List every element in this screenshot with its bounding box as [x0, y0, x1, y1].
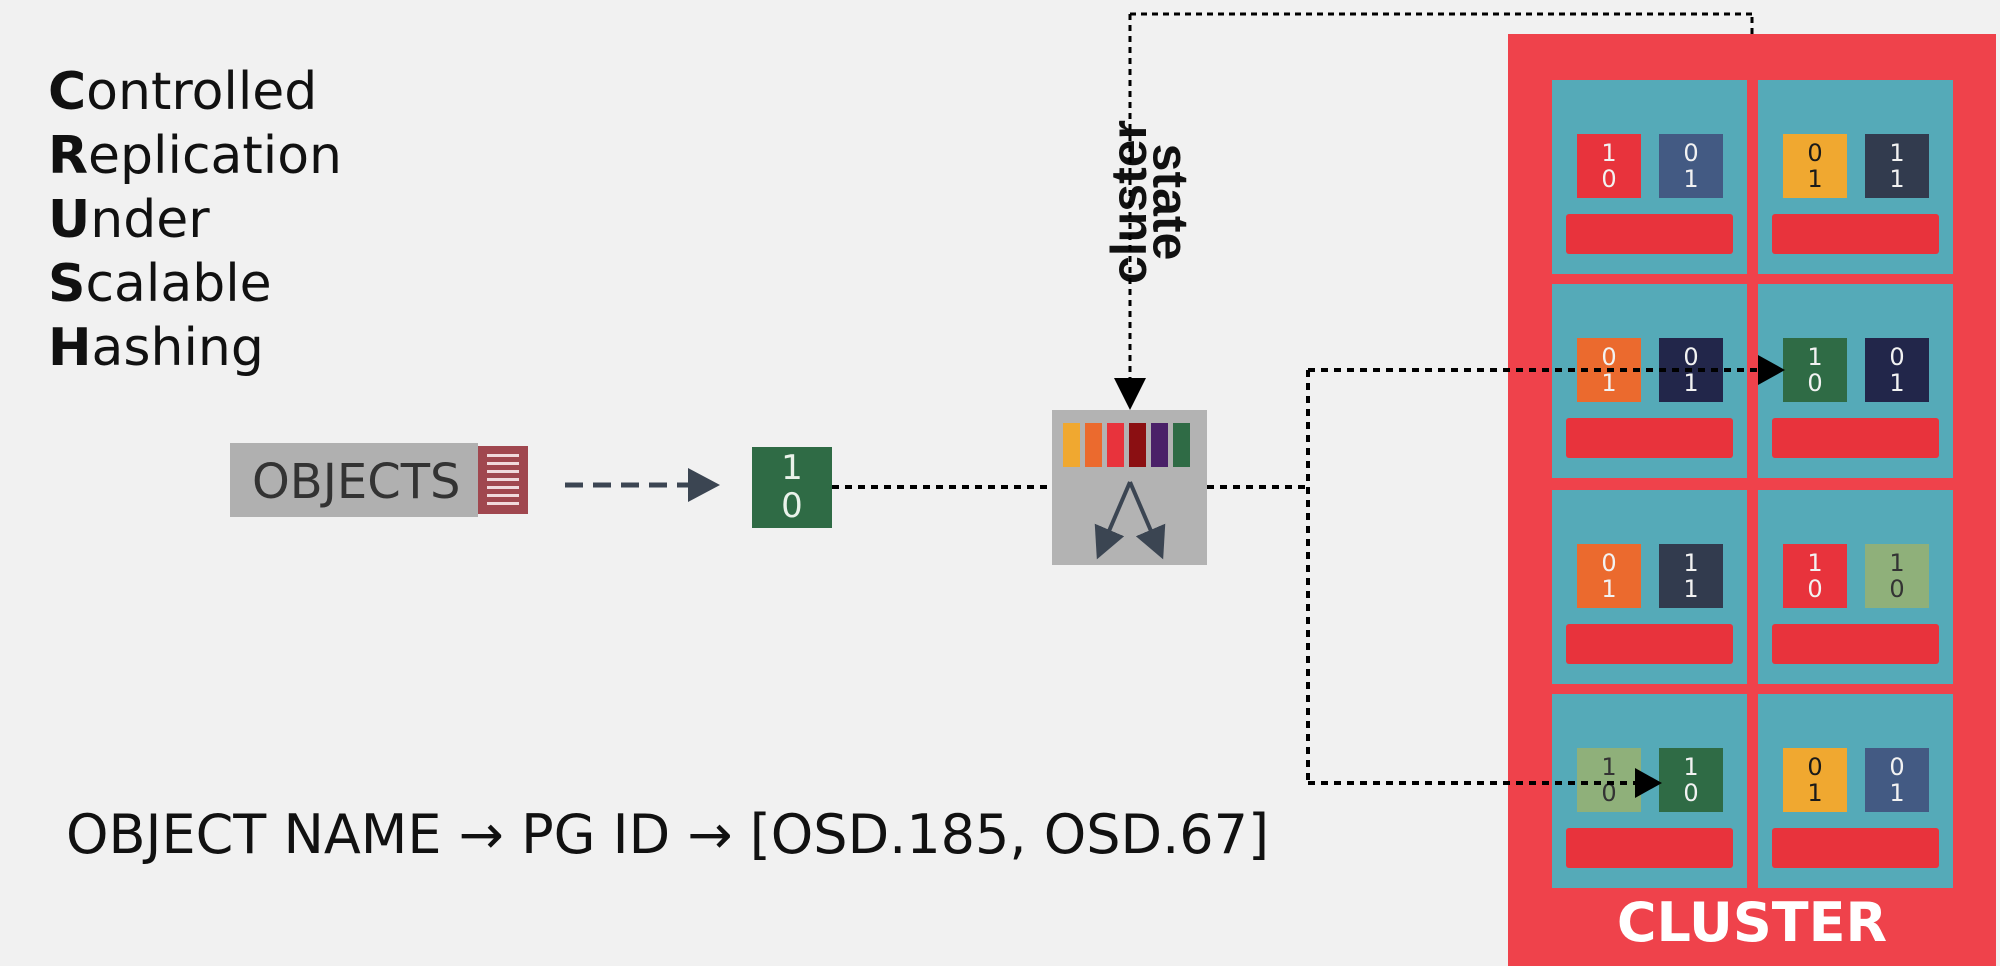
chip-bit-bottom: 1 — [1601, 369, 1617, 397]
crush-acronym: Controlled Replication Under Scalable Ha… — [48, 60, 342, 380]
acronym-line: Replication — [48, 126, 343, 186]
chip-bit-top: 1 — [1683, 753, 1699, 781]
chip-bit-top: 0 — [1889, 343, 1905, 371]
chip-bit-top: 0 — [1601, 549, 1617, 577]
pg-bit-top: 1 — [781, 448, 803, 488]
crush-bar — [1129, 423, 1146, 467]
chip-bit-top: 0 — [1807, 753, 1823, 781]
chip-bit-bottom: 1 — [1889, 779, 1905, 807]
chip-bit-bottom: 0 — [1601, 165, 1617, 193]
crush-function-box — [1052, 410, 1207, 565]
disk-drive — [1566, 214, 1733, 254]
chip-bit-bottom: 0 — [1601, 779, 1617, 807]
chip-bit-bottom: 1 — [1807, 165, 1823, 193]
chip-bit-top: 1 — [1601, 139, 1617, 167]
objects-box — [230, 443, 478, 517]
acronym-line: Controlled — [48, 62, 318, 122]
crush-bar — [1063, 423, 1080, 467]
crush-bar — [1151, 423, 1168, 467]
split-arrows-icon — [1094, 481, 1166, 560]
chip-bit-bottom: 0 — [1683, 779, 1699, 807]
pg-bit-bottom: 0 — [781, 486, 803, 526]
acronym-line: Under — [48, 190, 210, 250]
chip-bit-top: 1 — [1889, 139, 1905, 167]
disk-drive — [1772, 214, 1939, 254]
chip-bit-top: 0 — [1601, 343, 1617, 371]
chip-bit-top: 1 — [1889, 549, 1905, 577]
chip-bit-bottom: 0 — [1807, 575, 1823, 603]
chip-bit-bottom: 0 — [1807, 369, 1823, 397]
document-icon — [478, 446, 528, 514]
chip-bit-top: 1 — [1683, 549, 1699, 577]
placement-group: 1 0 — [752, 447, 832, 528]
disk-drive — [1772, 418, 1939, 458]
chip-bit-bottom: 1 — [1683, 575, 1699, 603]
disk-drive — [1566, 828, 1733, 868]
arrowhead — [1635, 768, 1662, 798]
crush-bar — [1107, 423, 1124, 467]
chip-bit-top: 1 — [1601, 753, 1617, 781]
chip-bit-bottom: 1 — [1683, 369, 1699, 397]
arrowhead — [1114, 378, 1146, 410]
objects-label: OBJECTS — [252, 454, 461, 510]
acronym-line: Scalable — [48, 254, 272, 314]
crush-bar — [1173, 423, 1190, 467]
disk-drive — [1566, 418, 1733, 458]
crush-bar — [1085, 423, 1102, 467]
chip-bit-bottom: 1 — [1889, 369, 1905, 397]
cluster-label: CLUSTER — [1616, 891, 1888, 954]
chip-bit-bottom: 1 — [1601, 575, 1617, 603]
chip-bit-top: 0 — [1683, 343, 1699, 371]
disk-drive — [1772, 624, 1939, 664]
arrowhead — [1758, 355, 1785, 385]
chip-bit-bottom: 0 — [1889, 575, 1905, 603]
chip-bit-top: 0 — [1889, 753, 1905, 781]
mapping-formula: OBJECT NAME → PG ID → [OSD.185, OSD.67] — [66, 803, 1270, 866]
chip-bit-bottom: 1 — [1807, 779, 1823, 807]
chip-bit-top: 1 — [1807, 343, 1823, 371]
chip-bit-bottom: 1 — [1683, 165, 1699, 193]
chip-bit-top: 0 — [1807, 139, 1823, 167]
acronym-line: Hashing — [48, 318, 264, 378]
disk-drive — [1566, 624, 1733, 664]
arrowhead — [688, 468, 720, 502]
chip-bit-top: 0 — [1683, 139, 1699, 167]
chip-bit-bottom: 1 — [1889, 165, 1905, 193]
chip-bit-top: 1 — [1807, 549, 1823, 577]
disk-drive — [1772, 828, 1939, 868]
